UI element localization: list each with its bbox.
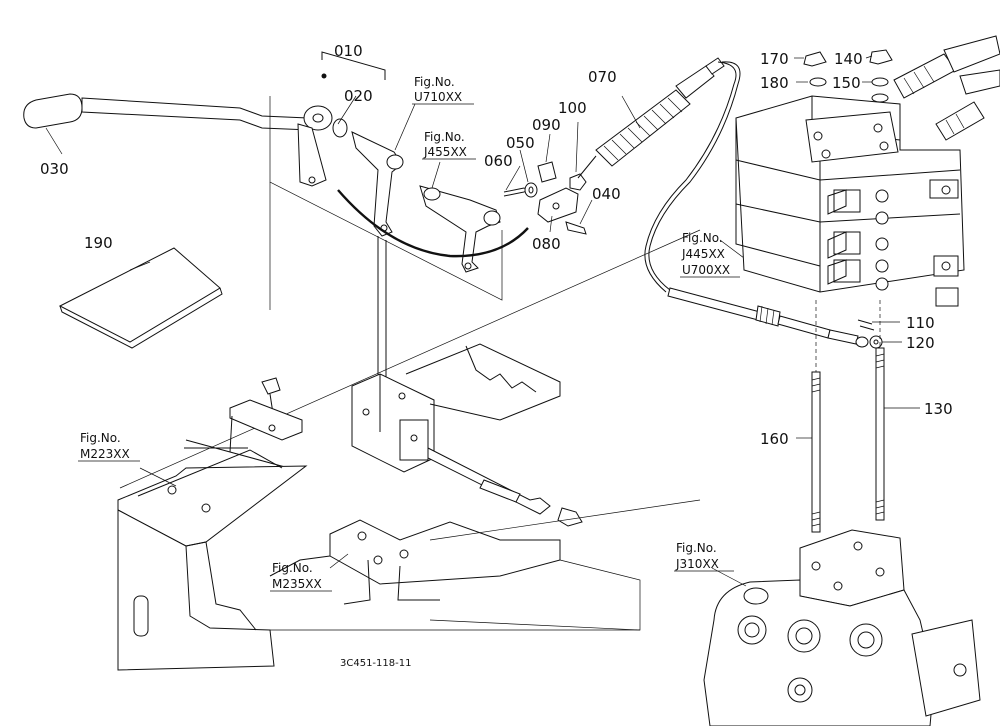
fig-ref-j310: Fig.No. J310XX <box>674 541 734 572</box>
cable-bellows <box>595 89 691 167</box>
nut-140 <box>869 49 893 65</box>
label-070: 070 <box>588 68 617 86</box>
nut-170 <box>803 51 827 67</box>
svg-text:Fig.No.: Fig.No. <box>272 561 313 575</box>
label-010: 010 <box>334 42 363 60</box>
control-cable <box>577 57 902 349</box>
label-030: 030 <box>40 160 69 178</box>
cotter-pin <box>503 187 528 197</box>
control-valve <box>735 35 1000 307</box>
label-020: 020 <box>344 87 373 105</box>
svg-text:J310XX: J310XX <box>675 557 719 571</box>
pump-housing <box>703 529 981 726</box>
label-140: 140 <box>834 50 863 68</box>
label-100: 100 <box>558 99 587 117</box>
stud-130 <box>875 347 885 521</box>
stud-160 <box>811 371 821 533</box>
svg-text:M235XX: M235XX <box>272 577 322 591</box>
svg-text:U710XX: U710XX <box>414 90 462 104</box>
group-bracket-010 <box>321 51 386 80</box>
clevis-080 <box>537 187 579 223</box>
small-parts <box>503 121 593 235</box>
nut-100 <box>569 173 587 191</box>
label-120: 120 <box>906 334 935 352</box>
label-130: 130 <box>924 400 953 418</box>
figure-references: Fig.No. U710XX Fig.No. J455XX Fig.No. J4… <box>78 75 740 592</box>
studs <box>796 300 920 533</box>
label-180: 180 <box>760 74 789 92</box>
lever-arm <box>81 97 311 131</box>
svg-text:Fig.No.: Fig.No. <box>414 75 455 89</box>
washer-180 <box>809 77 827 87</box>
label-170: 170 <box>760 50 789 68</box>
label-040: 040 <box>592 185 621 203</box>
pin-040 <box>565 221 587 235</box>
fig-ref-u710: Fig.No. U710XX <box>412 75 474 105</box>
drawing-code: 3C451-118-11 <box>340 658 411 669</box>
svg-text:J445XX: J445XX <box>681 247 725 261</box>
svg-text:U700XX: U700XX <box>682 263 730 277</box>
svg-text:Fig.No.: Fig.No. <box>682 231 723 245</box>
frame-structure <box>117 190 701 671</box>
fig-ref-m223: Fig.No. M223XX <box>78 431 140 462</box>
label-050: 050 <box>506 134 535 152</box>
washer-150 <box>871 77 889 87</box>
lever-assembly <box>23 51 529 301</box>
fig-ref-m235: Fig.No. M235XX <box>270 561 332 592</box>
label-110: 110 <box>906 314 935 332</box>
svg-text:M223XX: M223XX <box>80 447 130 461</box>
label-080: 080 <box>532 235 561 253</box>
manual-booklet <box>58 247 223 349</box>
label-090: 090 <box>532 116 561 134</box>
svg-text:Fig.No.: Fig.No. <box>80 431 121 445</box>
lever-knob <box>23 93 83 129</box>
svg-text:J455XX: J455XX <box>423 145 467 159</box>
part-labels: 010 020 030 040 050 060 070 080 090 100 … <box>40 42 953 448</box>
svg-text:Fig.No.: Fig.No. <box>676 541 717 555</box>
label-190: 190 <box>84 234 113 252</box>
label-160: 160 <box>760 430 789 448</box>
clip-090 <box>537 161 557 183</box>
fig-ref-j445: Fig.No. J445XX U700XX <box>680 231 740 278</box>
svg-text:Fig.No.: Fig.No. <box>424 130 465 144</box>
label-150: 150 <box>832 74 861 92</box>
fig-ref-j455: Fig.No. J455XX <box>422 130 476 160</box>
label-060: 060 <box>484 152 513 170</box>
swing-arc <box>337 189 529 258</box>
